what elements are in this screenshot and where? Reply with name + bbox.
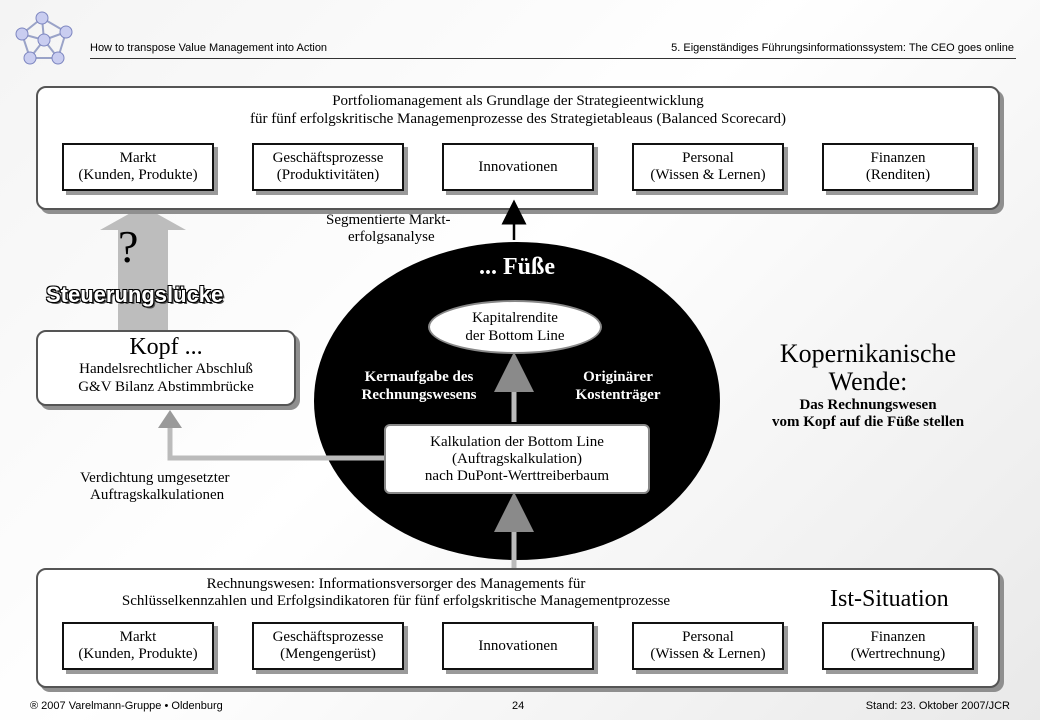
kopernikus-block: Kopernikanische Wende: Das Rechnungswese… [748, 340, 988, 431]
bottom-title-line1: Rechnungswesen: Informationsversorger de… [206, 576, 586, 592]
kopernikus-line4: vom Kopf auf die Füße stellen [771, 414, 965, 430]
top-box-personal: Personal (Wissen & Lernen) [632, 143, 784, 191]
footer-copyright: ® 2007 Varelmann-Gruppe • Oldenburg [30, 700, 223, 712]
kalkulation-box: Kalkulation der Bottom Line (Auftragskal… [384, 424, 650, 494]
header-divider [90, 58, 1016, 59]
kopf-line2: G&V Bilanz Abstimmbrücke [78, 379, 254, 395]
kopf-title: Kopf ... [129, 334, 203, 360]
box-line: (Produktivitäten) [276, 167, 380, 183]
top-panel-title: Portfoliomanagement als Grundlage der St… [36, 92, 1000, 128]
bottom-title-line2: Schlüsselkennzahlen und Erfolgsindikator… [121, 593, 671, 609]
box-line: (Wissen & Lernen) [650, 646, 766, 662]
top-box-innovationen: Innovationen [442, 143, 594, 191]
bottom-box-finanzen: Finanzen (Wertrechnung) [822, 622, 974, 670]
footer-page-number: 24 [512, 700, 525, 712]
box-line: (Wissen & Lernen) [650, 167, 766, 183]
ist-situation-label: Ist-Situation [830, 586, 949, 612]
kapital-line1: Kapitalrendite [472, 310, 558, 326]
box-line: Innovationen [478, 158, 558, 175]
kopernikus-line1: Kopernikanische [779, 339, 957, 368]
kostentraeger-line2: Kostenträger [575, 387, 661, 403]
box-line: (Renditen) [865, 167, 931, 183]
top-box-finanzen: Finanzen (Renditen) [822, 143, 974, 191]
header-title: How to transpose Value Management into A… [90, 42, 328, 54]
segment-label: Segmentierte Markt- erfolgsanalyse [326, 212, 451, 246]
box-line: (Kunden, Produkte) [78, 646, 198, 662]
box-line: Finanzen [870, 150, 926, 166]
verdichtung-line1: Verdichtung umgesetzter [80, 470, 230, 486]
footer-date: Stand: 23. Oktober 2007/JCR [865, 700, 1010, 712]
fuesse-title: ... Füße [478, 254, 555, 280]
box-line: Personal [682, 629, 734, 645]
kapitalrendite-ellipse: Kapitalrendite der Bottom Line [428, 300, 602, 354]
kopf-line1: Handelsrechtlicher Abschluß [79, 361, 253, 377]
kopf-content: Kopf ... Handelsrechtlicher Abschluß G&V… [36, 334, 296, 396]
kernaufgabe-label: Kernaufgabe des Rechnungswesens [344, 368, 494, 404]
kopernikus-line2: Wende: [828, 367, 908, 396]
box-line: Geschäftsprozesse [272, 150, 384, 166]
kernaufgabe-line1: Kernaufgabe des [364, 369, 474, 385]
box-line: Geschäftsprozesse [272, 629, 384, 645]
top-box-geschaeftsprozesse: Geschäftsprozesse (Produktivitäten) [252, 143, 404, 191]
kopf-panel [36, 330, 296, 406]
box-line: Markt [119, 629, 157, 645]
verdichtung-label: Verdichtung umgesetzter Auftragskalkulat… [80, 470, 230, 504]
kostentraeger-line1: Originärer [583, 369, 653, 385]
upward-gap-arrow [100, 206, 186, 330]
segment-line1: Segmentierte Markt- [326, 212, 451, 228]
bottom-box-innovationen: Innovationen [442, 622, 594, 670]
box-line: (Wertrechnung) [850, 646, 946, 662]
kalk-line3: nach DuPont-Werttreiberbaum [424, 467, 610, 484]
question-mark: ? [118, 221, 139, 272]
kalk-line2: (Auftragskalkulation) [452, 450, 582, 467]
segment-line2: erfolgsanalyse [348, 229, 435, 245]
verdichtung-line2: Auftragskalkulationen [90, 487, 225, 503]
bottom-box-geschaeftsprozesse: Geschäftsprozesse (Mengengerüst) [252, 622, 404, 670]
top-title-line2: für fünf erfolgskritische Managemenproze… [249, 111, 787, 127]
box-line: Markt [119, 150, 157, 166]
box-line: Personal [682, 150, 734, 166]
box-line: (Mengengerüst) [280, 646, 376, 662]
kostentraeger-label: Originärer Kostenträger [548, 368, 688, 404]
kopernikus-line3: Das Rechnungswesen [799, 397, 937, 413]
kalk-line1: Kalkulation der Bottom Line [430, 433, 604, 450]
header-section: 5. Eigenständiges Führungsinformationssy… [671, 42, 1014, 54]
company-logo [15, 11, 73, 65]
steuerungsluecke-label: Steuerungslücke [46, 282, 224, 307]
kernaufgabe-line2: Rechnungswesens [361, 387, 477, 403]
top-title-line1: Portfoliomanagement als Grundlage der St… [332, 93, 704, 109]
kapital-line2: der Bottom Line [465, 328, 565, 344]
bottom-panel-title: Rechnungswesen: Informationsversorger de… [36, 576, 756, 610]
box-line: (Kunden, Produkte) [78, 167, 198, 183]
bottom-box-markt: Markt (Kunden, Produkte) [62, 622, 214, 670]
bottom-box-personal: Personal (Wissen & Lernen) [632, 622, 784, 670]
box-line: Innovationen [478, 637, 558, 654]
box-line: Finanzen [870, 629, 926, 645]
top-box-markt: Markt (Kunden, Produkte) [62, 143, 214, 191]
